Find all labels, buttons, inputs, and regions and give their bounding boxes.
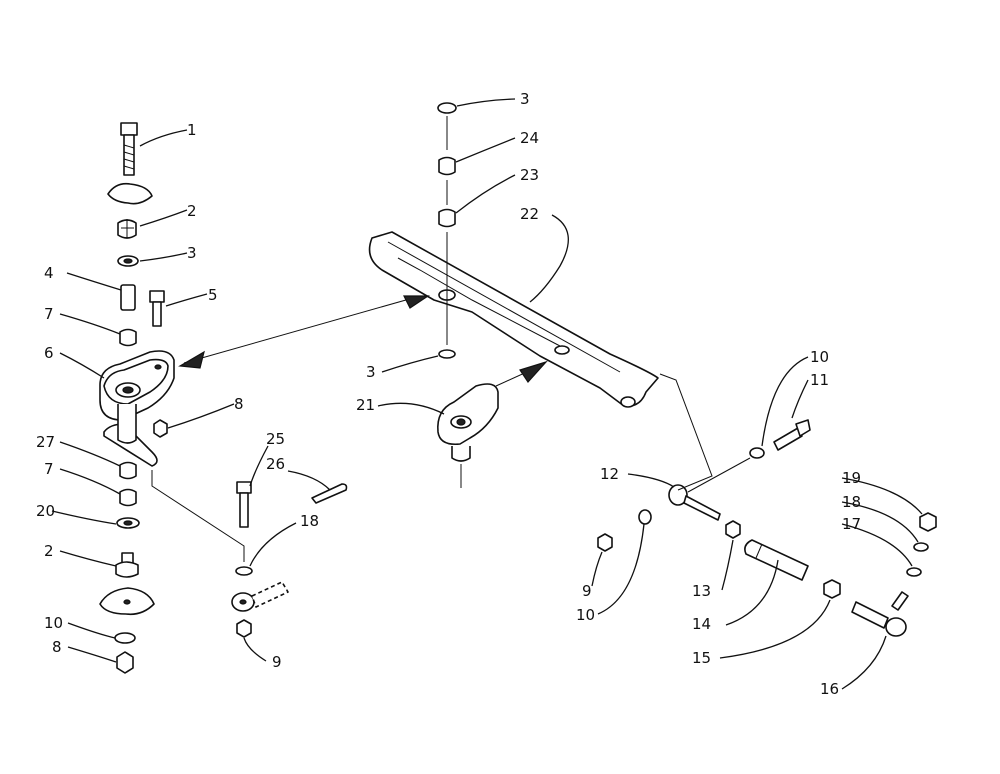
label-17: 17 xyxy=(842,515,861,533)
label-19: 19 xyxy=(842,469,861,487)
part-bushing-23 xyxy=(438,208,456,228)
assembly-lines xyxy=(151,116,751,562)
label-21: 21 xyxy=(356,396,375,414)
steering-arm-assembly xyxy=(368,102,659,462)
label-13: 13 xyxy=(692,582,711,600)
left-post-assembly xyxy=(99,122,175,674)
label-22: 22 xyxy=(520,205,539,223)
label-20: 20 xyxy=(36,502,55,520)
part-washer-10-right-top xyxy=(749,447,765,459)
arrow-right-lower xyxy=(519,360,548,383)
part-nut-15 xyxy=(823,579,841,599)
part-spacer-4 xyxy=(120,284,136,311)
part-bushing-24 xyxy=(438,156,456,176)
label-18-middle: 18 xyxy=(300,512,319,530)
part-washer-10-right xyxy=(638,509,652,525)
part-bushing-2-lower xyxy=(115,552,139,578)
part-washer-3-center-bottom xyxy=(438,349,456,359)
label-18-right: 18 xyxy=(842,493,861,511)
part-spacer-27 xyxy=(119,461,137,480)
label-26: 26 xyxy=(266,455,285,473)
label-1: 1 xyxy=(187,121,197,139)
part-bolt-1 xyxy=(120,122,138,176)
part-spacer-7-top xyxy=(119,328,137,347)
label-8-lower: 8 xyxy=(52,638,62,656)
part-nut-19 xyxy=(919,512,937,532)
part-tie-rod-14 xyxy=(744,539,809,581)
part-bolt-25 xyxy=(236,481,252,528)
label-3-left: 3 xyxy=(187,244,197,262)
part-nut-8-lower xyxy=(116,651,134,674)
part-steering-arm-22 xyxy=(368,231,659,408)
part-tie-rod-end-12 xyxy=(668,484,721,521)
label-16: 16 xyxy=(820,680,839,698)
label-25: 25 xyxy=(266,430,285,448)
label-5: 5 xyxy=(208,286,218,304)
label-2-lower: 2 xyxy=(44,542,54,560)
label-14: 14 xyxy=(692,615,711,633)
part-washer-3-center-top xyxy=(437,102,457,114)
part-washer-18-right xyxy=(913,542,929,552)
part-washer-10-left xyxy=(114,632,136,644)
leader-lines xyxy=(51,98,923,690)
label-11: 11 xyxy=(810,371,829,389)
part-bolt-5 xyxy=(149,290,165,327)
part-cotter-pin-26 xyxy=(311,483,348,504)
label-24: 24 xyxy=(520,129,539,147)
part-tie-rod-end-middle xyxy=(231,581,289,612)
part-spacer-7-lower xyxy=(119,488,137,507)
part-pivot-21 xyxy=(437,383,499,462)
part-washer-18-middle xyxy=(235,566,253,576)
part-housing-6 xyxy=(99,350,175,467)
label-4: 4 xyxy=(44,264,54,282)
part-washer-plate-top xyxy=(107,182,153,205)
label-10-left: 10 xyxy=(44,614,63,632)
label-7-top: 7 xyxy=(44,305,54,323)
part-nut-8-top xyxy=(153,419,168,438)
label-9-middle: 9 xyxy=(272,653,282,671)
label-12: 12 xyxy=(600,465,619,483)
part-number-labels: 1 2 3 4 5 7 6 8 27 7 20 2 10 8 25 26 18 … xyxy=(36,90,861,698)
part-nut-9-right xyxy=(597,533,613,552)
label-7-lower: 7 xyxy=(44,460,54,478)
part-bushing-2-top xyxy=(117,219,137,239)
part-bolt-11 xyxy=(773,419,811,451)
label-10-right: 10 xyxy=(576,606,595,624)
label-3-center-bottom: 3 xyxy=(366,363,376,381)
label-6: 6 xyxy=(44,344,54,362)
label-3-center-top: 3 xyxy=(520,90,530,108)
label-9-right: 9 xyxy=(582,582,592,600)
part-nut-9-middle xyxy=(236,619,252,638)
middle-linkage xyxy=(231,481,348,638)
part-washer-17 xyxy=(906,567,922,577)
label-15: 15 xyxy=(692,649,711,667)
label-10-right-top: 10 xyxy=(810,348,829,366)
tie-rod-assembly xyxy=(597,419,937,637)
arrow-right-upper xyxy=(403,295,430,309)
label-2-top: 2 xyxy=(187,202,197,220)
part-tie-rod-end-16 xyxy=(851,591,909,637)
label-27: 27 xyxy=(36,433,55,451)
label-8-top: 8 xyxy=(234,395,244,413)
part-nut-13 xyxy=(725,520,741,539)
label-23: 23 xyxy=(520,166,539,184)
arrow-left xyxy=(178,350,205,369)
